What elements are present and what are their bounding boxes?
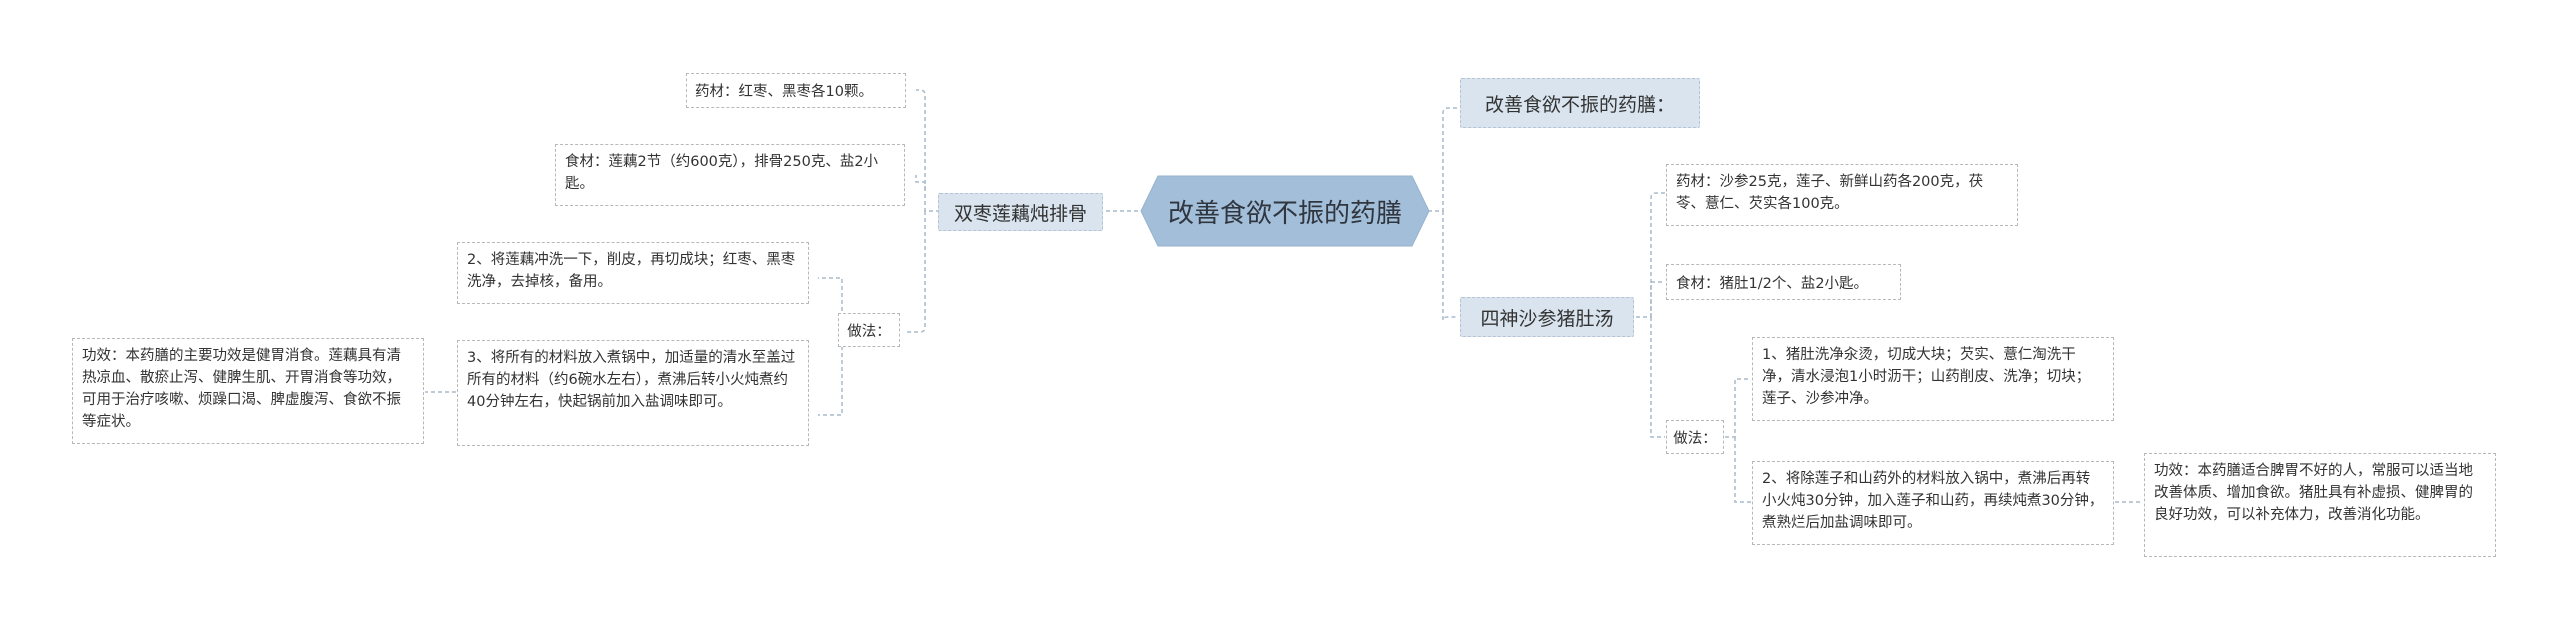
right-herbs-text: 药材：沙参25克，莲子、新鲜山药各200克，茯苓、薏仁、芡实各100克。 [1676,174,1984,212]
right-method-label[interactable]: 做法： [1666,420,1724,454]
left-effect-box[interactable]: 功效：本药膳的主要功效是健胃消食。莲藕具有清热凉血、散瘀止泻、健脾生肌、开胃消食… [72,338,424,444]
right-step1-text: 1、猪肚洗净汆烫，切成大块；芡实、薏仁淘洗干净，清水浸泡1小时沥干；山药削皮、洗… [1762,347,2091,407]
right-food-box[interactable]: 食材：猪肚1/2个、盐2小匙。 [1666,264,1901,300]
right-intro-label: 改善食欲不振的药膳： [1484,93,1675,116]
left-herbs-box[interactable]: 药材：红枣、黑枣各10颗。 [686,73,906,108]
right-effect-text: 功效：本药膳适合脾胃不好的人，常服可以适当地改善体质、增加食欲。猪肚具有补虚损、… [2154,463,2473,523]
right-herbs-box[interactable]: 药材：沙参25克，莲子、新鲜山药各200克，茯苓、薏仁、芡实各100克。 [1666,164,2018,226]
right-step1-box[interactable]: 1、猪肚洗净汆烫，切成大块；芡实、薏仁淘洗干净，清水浸泡1小时沥干；山药削皮、洗… [1752,337,2114,421]
left-method-text: 做法： [847,323,891,340]
right-step2-box[interactable]: 2、将除莲子和山药外的材料放入锅中，煮沸后再转小火炖30分钟，加入莲子和山药，再… [1752,461,2114,545]
right-method-text: 做法： [1673,430,1717,447]
left-method-label[interactable]: 做法： [838,313,900,347]
right-intro-node[interactable]: 改善食欲不振的药膳： [1460,78,1700,128]
branch-left-label: 双枣莲藕炖排骨 [953,202,1087,225]
left-step1-text: 2、将莲藕冲洗一下，削皮，再切成块；红枣、黑枣洗净，去掉核，备用。 [467,252,796,290]
left-effect-text: 功效：本药膳的主要功效是健胃消食。莲藕具有清热凉血、散瘀止泻、健脾生肌、开胃消食… [82,348,401,430]
left-food-text: 食材：莲藕2节（约600克），排骨250克、盐2小匙。 [565,154,879,192]
left-food-box[interactable]: 食材：莲藕2节（约600克），排骨250克、盐2小匙。 [555,144,905,206]
branch-right-sishen[interactable]: 四神沙参猪肚汤 [1460,297,1634,337]
root-title: 改善食欲不振的药膳 [1167,198,1402,229]
root-topic[interactable]: 改善食欲不振的药膳 [1140,175,1430,247]
left-step1-box[interactable]: 2、将莲藕冲洗一下，削皮，再切成块；红枣、黑枣洗净，去掉核，备用。 [457,242,809,304]
left-step2-text: 3、将所有的材料放入煮锅中，加适量的清水至盖过所有的材料（约6碗水左右），煮沸后… [467,350,796,410]
right-food-text: 食材：猪肚1/2个、盐2小匙。 [1676,275,1869,292]
branch-left-shuangzao[interactable]: 双枣莲藕炖排骨 [938,193,1103,231]
left-step2-box[interactable]: 3、将所有的材料放入煮锅中，加适量的清水至盖过所有的材料（约6碗水左右），煮沸后… [457,340,809,446]
branch-right-label: 四神沙参猪肚汤 [1480,307,1614,330]
left-herbs-text: 药材：红枣、黑枣各10颗。 [695,84,873,100]
root-hexagon-shape [1140,175,1430,247]
right-effect-box[interactable]: 功效：本药膳适合脾胃不好的人，常服可以适当地改善体质、增加食欲。猪肚具有补虚损、… [2144,453,2496,557]
right-step2-text: 2、将除莲子和山药外的材料放入锅中，煮沸后再转小火炖30分钟，加入莲子和山药，再… [1762,471,2104,531]
